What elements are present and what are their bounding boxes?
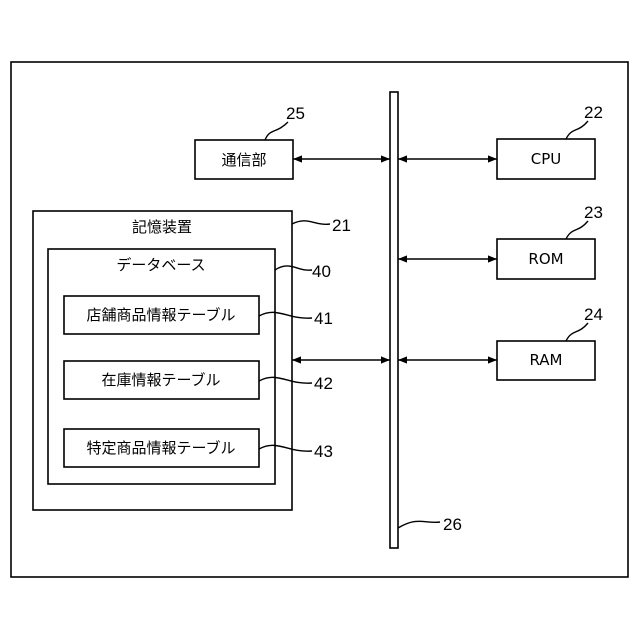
store-product-table-ref: 41 (314, 309, 333, 328)
rom-label: ROM (528, 250, 563, 268)
bus-leader (398, 521, 440, 528)
database-label: データベース (116, 256, 205, 274)
inventory-table-label: 在庫情報テーブル (101, 371, 220, 389)
rom-ref: 23 (584, 203, 603, 222)
ram-leader (566, 323, 588, 341)
inventory-table-ref: 42 (314, 374, 333, 393)
storage-ref: 21 (332, 216, 351, 235)
specific-product-table-label: 特定商品情報テーブル (86, 439, 235, 457)
cpu-label: CPU (531, 150, 562, 168)
storage-leader (292, 221, 330, 224)
specific-product-table-ref: 43 (314, 442, 333, 461)
storage-device-label: 記憶装置 (132, 218, 192, 236)
cpu-ref: 22 (584, 103, 603, 122)
ram-label: RAM (529, 351, 562, 369)
cpu-leader (566, 121, 588, 139)
comm-ref: 25 (286, 104, 305, 123)
store-product-table-label: 店舗商品情報テーブル (86, 306, 235, 324)
rom-leader (566, 221, 588, 239)
comm-unit-label: 通信部 (221, 151, 266, 169)
bus-ref: 26 (443, 515, 462, 534)
bus-bar (390, 92, 398, 548)
ram-ref: 24 (584, 305, 603, 324)
comm-leader (265, 122, 288, 140)
database-ref: 40 (312, 262, 331, 281)
